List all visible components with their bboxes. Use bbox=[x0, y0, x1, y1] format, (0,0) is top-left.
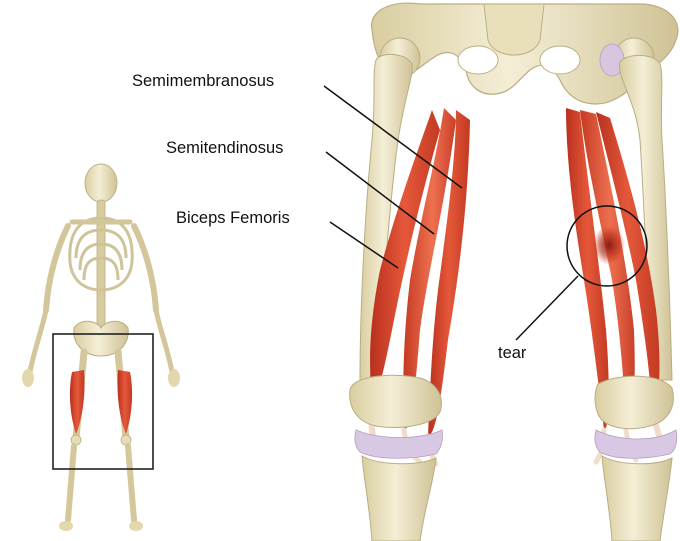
skull bbox=[85, 164, 117, 202]
label-biceps-femoris: Biceps Femoris bbox=[176, 209, 290, 227]
sacrum bbox=[484, 4, 544, 55]
leader-tear bbox=[516, 276, 578, 340]
tear-site bbox=[593, 225, 625, 265]
label-semitendinosus: Semitendinosus bbox=[166, 139, 283, 157]
tibia-right bbox=[602, 456, 672, 541]
knee-left bbox=[350, 375, 443, 458]
right-hand bbox=[168, 369, 180, 387]
shins-small bbox=[68, 446, 134, 520]
tibia-left bbox=[362, 456, 436, 541]
hamstring-small-right bbox=[117, 370, 132, 434]
left-hand bbox=[22, 369, 34, 387]
label-semimembranosus: Semimembranosus bbox=[132, 72, 274, 90]
knee-right bbox=[595, 376, 677, 458]
skeleton-overview bbox=[22, 164, 180, 531]
hamstring-small-left bbox=[70, 370, 85, 434]
label-tear: tear bbox=[498, 344, 527, 362]
enlarged-legs bbox=[350, 3, 678, 541]
